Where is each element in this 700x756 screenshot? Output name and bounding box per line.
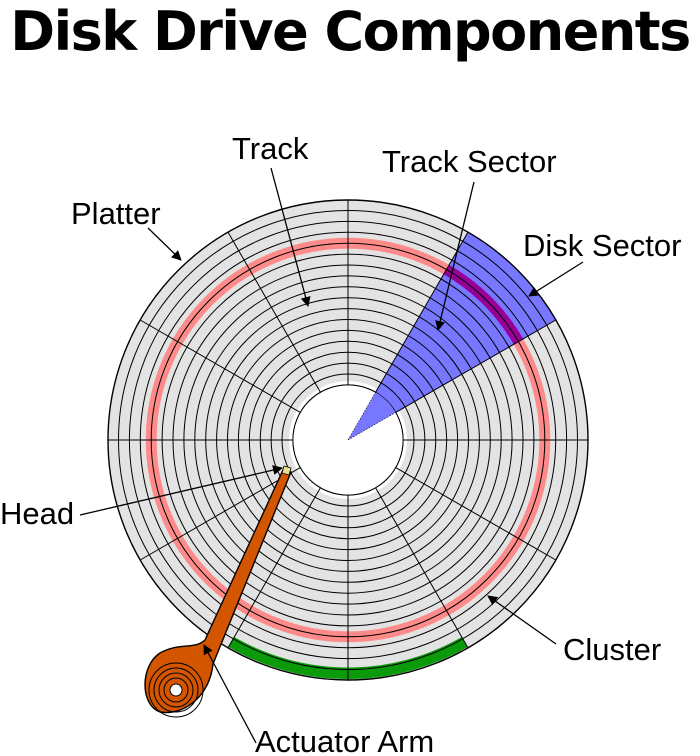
sector-divider — [227, 487, 321, 649]
actuator-arm-body — [144, 469, 292, 714]
track-sector-leader — [435, 181, 475, 331]
track-sector-label: Track Sector — [382, 144, 557, 179]
disk-sector-edge — [347, 412, 396, 441]
pivot-ring — [153, 667, 199, 713]
platter-label: Platter — [71, 196, 161, 231]
pivot-ring — [148, 662, 204, 718]
read-write-head — [281, 465, 292, 476]
sector-divider — [395, 467, 557, 561]
track-label: Track — [232, 131, 309, 166]
cluster-label: Cluster — [563, 632, 661, 667]
sector-divider — [375, 231, 469, 393]
track-leader — [270, 167, 311, 307]
pivot-hole — [169, 683, 183, 697]
disk-sector-edge — [347, 392, 376, 441]
disk-sector-leader — [528, 261, 584, 297]
platter-leader — [147, 227, 182, 261]
cluster-highlight — [228, 637, 468, 679]
sector-divider — [375, 487, 469, 649]
sector-divider — [139, 467, 301, 561]
diagram-title: Disk Drive Components — [10, 0, 691, 63]
track-sector-highlight — [443, 264, 524, 345]
cluster-leader — [487, 595, 557, 645]
track-grid — [107, 199, 589, 681]
pivot-ring — [163, 677, 189, 703]
head-leader — [79, 465, 283, 516]
head-label: Head — [0, 496, 74, 531]
disk-sector-label: Disk Sector — [523, 228, 681, 263]
sector-divider — [227, 231, 321, 393]
pivot-ring — [158, 672, 194, 708]
sector-divider — [139, 319, 301, 413]
disk-sector-inner — [348, 392, 396, 440]
actuator-arm-leader — [203, 644, 257, 744]
sector-divider — [395, 319, 557, 413]
disk-sector-highlight — [348, 232, 556, 440]
actuator-arm — [144, 465, 292, 718]
actuator-arm-label: Actuator Arm — [255, 724, 434, 756]
